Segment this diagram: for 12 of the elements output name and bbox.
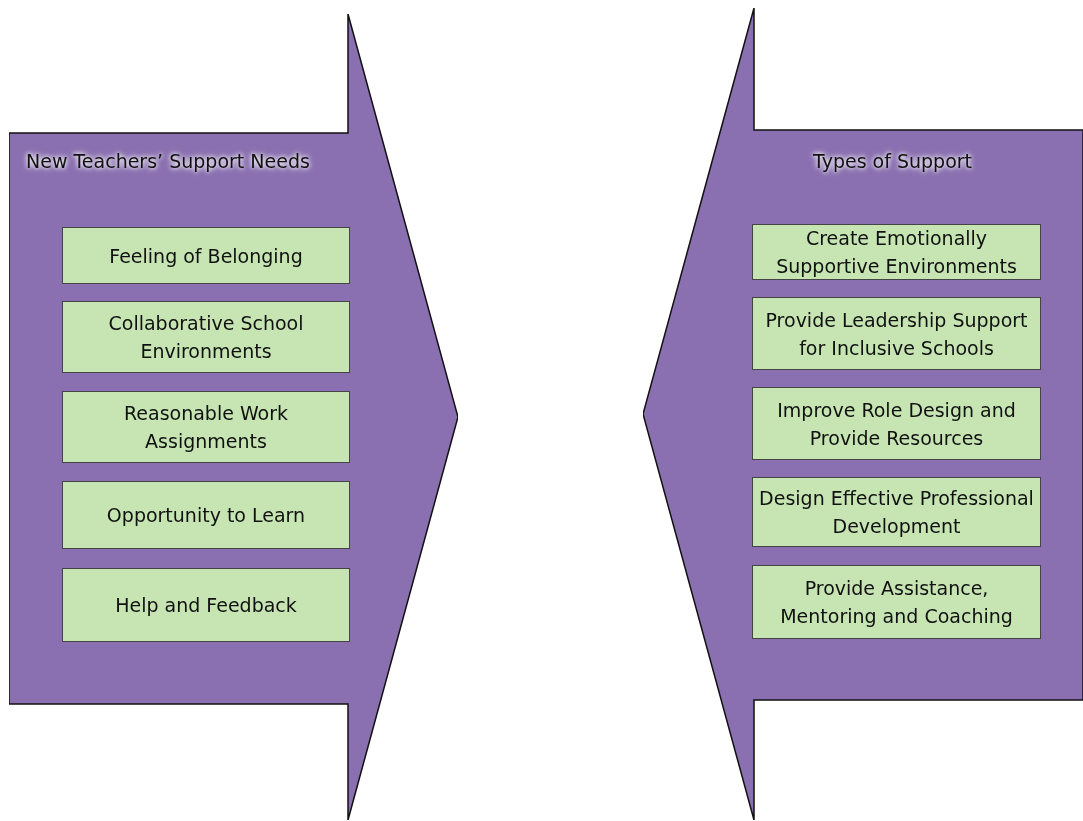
arrow-heading: New Teachers’ Support Needs [26, 150, 310, 172]
item-box: Create Emotionally Supportive Environments [752, 224, 1041, 280]
item-box: Provide Assistance, Mentoring and Coaching [752, 565, 1041, 639]
item-box: Reasonable Work Assignments [62, 391, 350, 463]
item-box: Feeling of Belonging [62, 227, 350, 284]
item-box: Design Effective Professional Development [752, 477, 1041, 547]
item-box: Collaborative School Environments [62, 301, 350, 373]
arrow-heading: Types of Support [813, 150, 973, 172]
item-box: Help and Feedback [62, 568, 350, 642]
item-box: Provide Leadership Support for Inclusive Schools [752, 297, 1041, 370]
item-box: Improve Role Design and Provide Resources [752, 387, 1041, 460]
item-box: Opportunity to Learn [62, 481, 350, 549]
